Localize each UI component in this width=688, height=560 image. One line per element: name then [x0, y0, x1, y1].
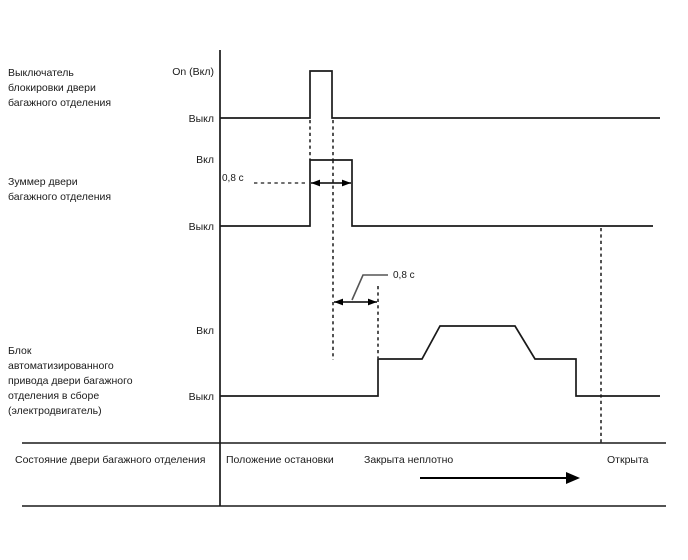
row-label-motor-line4: отделения в сборе: [8, 390, 99, 402]
row-label-motor-line1: Блок: [8, 345, 32, 357]
waveform-motor: [220, 325, 660, 397]
status-state-open: Открыта: [607, 454, 649, 466]
row-label-motor-line2: автоматизированного: [8, 360, 114, 372]
arrowhead-right-motor: [368, 298, 377, 306]
axis-label-row3-low: Выкл: [189, 391, 214, 403]
axis-label-row2-low: Выкл: [189, 221, 214, 233]
arrowhead-left-buzzer: [311, 179, 320, 187]
axis-label-row1-low: Выкл: [189, 113, 214, 125]
row-label-buzzer-line2: багажного отделения: [8, 191, 111, 203]
row-label-lock-switch-line2: блокировки двери: [8, 82, 96, 94]
status-state-ajar: Закрыта неплотно: [364, 454, 453, 466]
status-state-stop-position: Положение остановки: [226, 454, 334, 466]
row-label-motor-line5: (электродвигатель): [8, 405, 102, 417]
row-label-motor-line3: привода двери багажного: [8, 375, 133, 387]
leader-line-motor-delay: [351, 274, 388, 301]
row-label-buzzer-line1: Зуммер двери: [8, 176, 78, 188]
row-label-lock-switch-line3: багажного отделения: [8, 97, 111, 109]
waveform-buzzer: [220, 159, 653, 227]
axis-label-row3-high: Вкл: [196, 325, 214, 337]
arrowhead-left-motor: [334, 298, 343, 306]
annotation-motor-delay: 0,8 с: [393, 270, 415, 281]
axis-label-row2-high: Вкл: [196, 154, 214, 166]
status-band-row-title: Состояние двери багажного отделения: [15, 454, 205, 466]
annotation-buzzer-duration: 0,8 с: [222, 173, 244, 184]
waveform-lock-switch: [220, 70, 660, 119]
axis-label-row1-high: On (Вкл): [172, 66, 214, 78]
arrowhead-right-buzzer: [342, 179, 351, 187]
progress-arrowhead: [566, 472, 580, 484]
row-label-lock-switch-line1: Выключатель: [8, 67, 74, 79]
